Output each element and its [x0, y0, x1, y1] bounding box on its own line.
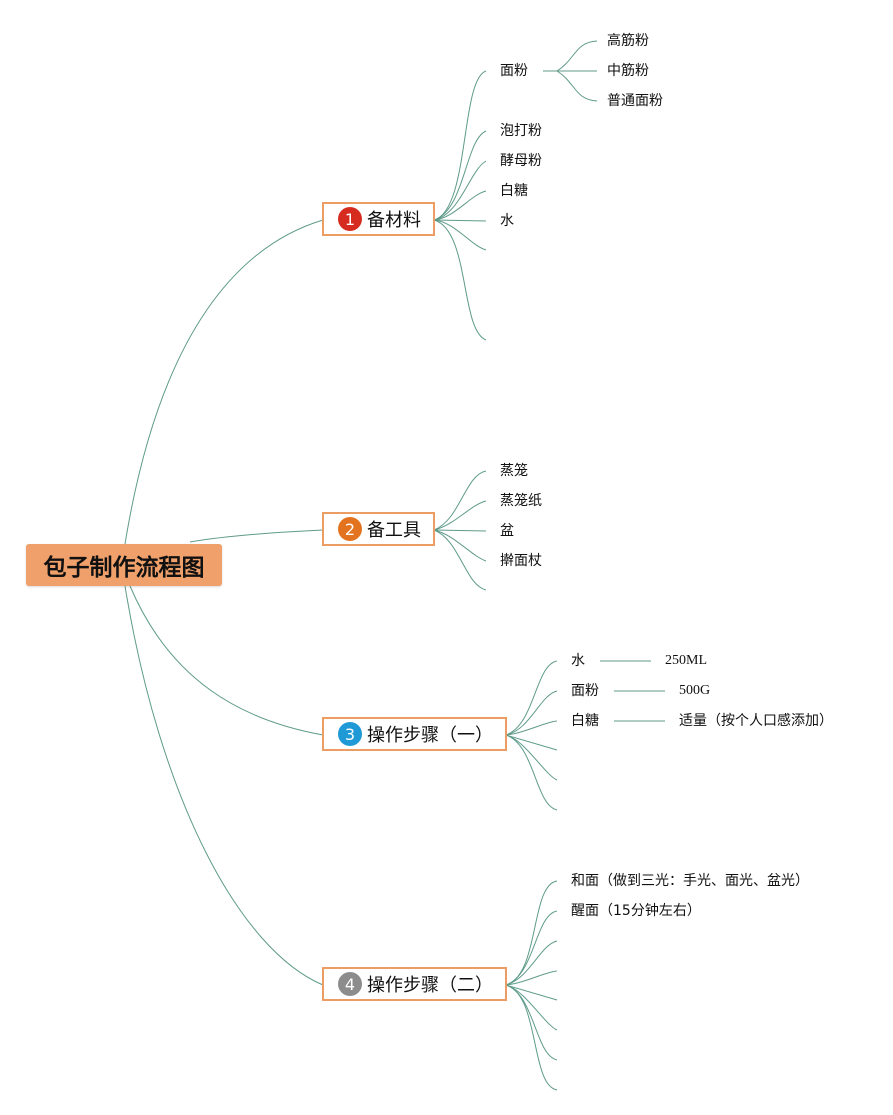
root-title: 包子制作流程图: [43, 555, 205, 581]
branch-label: 操作步骤（二）: [367, 975, 493, 996]
leaf-proof-dough[interactable]: 醒面（15分钟左右）: [571, 903, 701, 919]
number-1-icon: 1: [338, 207, 362, 231]
leaf-baking-powder[interactable]: 泡打粉: [500, 123, 542, 139]
branch-label: 备工具: [367, 520, 421, 541]
leaf-step-flour[interactable]: 面粉: [571, 683, 599, 699]
leaf-flour[interactable]: 面粉: [500, 63, 528, 79]
number-3-icon: 3: [338, 722, 362, 746]
branch-prepare-materials[interactable]: 1 备材料: [322, 202, 435, 236]
leaf-sugar-amount[interactable]: 适量（按个人口感添加）: [679, 713, 833, 729]
number-2-icon: 2: [338, 517, 362, 541]
leaf-step-sugar[interactable]: 白糖: [571, 713, 599, 729]
branch-steps-two[interactable]: 4 操作步骤（二）: [322, 967, 507, 1001]
leaf-bread-flour[interactable]: 高筋粉: [607, 33, 649, 49]
leaf-water[interactable]: 水: [500, 213, 514, 229]
leaf-yeast[interactable]: 酵母粉: [500, 153, 542, 169]
leaf-flour-amount[interactable]: 500G: [679, 683, 711, 698]
branch-label: 备材料: [367, 210, 421, 231]
leaf-step-water[interactable]: 水: [571, 653, 585, 669]
leaf-sugar[interactable]: 白糖: [500, 183, 528, 199]
leaf-steamer-paper[interactable]: 蒸笼纸: [500, 493, 542, 509]
leaf-steamer[interactable]: 蒸笼: [500, 463, 528, 479]
branch-steps-one[interactable]: 3 操作步骤（一）: [322, 717, 507, 751]
leaf-rolling-pin[interactable]: 擀面杖: [500, 553, 542, 569]
leaf-water-amount[interactable]: 250ML: [665, 653, 707, 668]
leaf-basin[interactable]: 盆: [500, 523, 514, 539]
leaf-all-purpose-flour[interactable]: 中筋粉: [607, 63, 649, 79]
leaf-plain-flour[interactable]: 普通面粉: [607, 93, 663, 109]
branch-label: 操作步骤（一）: [367, 725, 493, 746]
number-4-icon: 4: [338, 972, 362, 996]
branch-prepare-tools[interactable]: 2 备工具: [322, 512, 435, 546]
root-node[interactable]: 包子制作流程图: [26, 544, 222, 586]
leaf-knead-dough[interactable]: 和面（做到三光：手光、面光、盆光）: [571, 873, 809, 889]
